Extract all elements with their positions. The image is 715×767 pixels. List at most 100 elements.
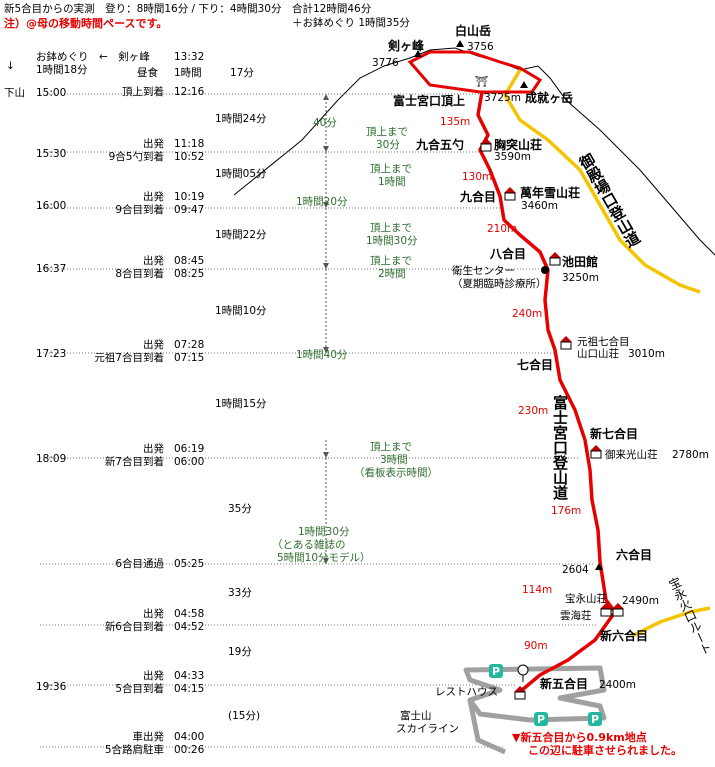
schedule-time: 05:25 (174, 558, 204, 570)
lunch-label: 昼食 (137, 66, 158, 79)
ascent-duration: 35分 (228, 503, 252, 515)
hut-icon (480, 138, 492, 152)
summit-sign: 頂上まで (370, 163, 412, 175)
route-hoei-label: 宝永火口ルート (665, 575, 713, 657)
parking-note: この辺に駐車させられました。 (528, 743, 682, 757)
schedule-label: 出発 (143, 137, 164, 150)
summit-sign: 頂上まで (366, 126, 408, 138)
ohachi-time: 13:32 (174, 51, 204, 63)
schedule-time: 07:15 (174, 352, 204, 364)
station-name: 九合五勺 (415, 137, 464, 152)
station-elev: 2400m (599, 679, 636, 691)
descent-time-1809: 18:09 (36, 453, 66, 465)
schedule-time: 07:28 (174, 339, 204, 351)
segment-gain: 240m (512, 308, 542, 320)
summit-sign: （看板表示時間） (354, 466, 438, 479)
schedule-label: 8合目到着 (115, 267, 164, 280)
time-gridlines (40, 93, 598, 748)
schedule-table: 頂上到着 12:16 出発 11:18 9合5勺到着 10:52 出発 10:1… (94, 85, 204, 756)
hut-icon (600, 603, 624, 617)
schedule-label: 出発 (143, 338, 164, 351)
station-name: 新七合目 (590, 426, 638, 441)
descent-time-1637: 16:37 (36, 263, 66, 275)
summit-sign: 2時間 (378, 268, 406, 280)
descent-time-1936: 19:36 (36, 681, 67, 693)
skyline-label: 富士山 (400, 709, 432, 722)
schedule-time: 09:47 (174, 204, 204, 216)
hoei-connector-trail (631, 606, 711, 638)
schedule-label: 車出発 (133, 730, 165, 743)
schedule-label: 出発 (143, 254, 164, 267)
ascent-duration: 1時間22分 (215, 229, 267, 241)
peak-triangle-icon (414, 50, 422, 57)
peak-triangle-icon (456, 40, 464, 47)
peak-triangle-icon (595, 563, 603, 570)
schedule-label: 出発 (143, 190, 164, 203)
ascent-duration: 19分 (228, 646, 252, 658)
parking-letter: P (537, 713, 545, 726)
schedule-label: 出発 (143, 669, 164, 682)
station-hut: 元祖七合目 (577, 335, 630, 348)
schedule-label: 出発 (143, 442, 164, 455)
hut-icon (549, 252, 561, 266)
station-name: 富士宮口頂上 (393, 93, 465, 108)
station-name: 新六合目 (600, 628, 648, 643)
schedule-time: 10:19 (174, 191, 204, 203)
hut-icon (560, 336, 572, 350)
ascent-duration: 1時間05分 (215, 168, 267, 180)
station-name: 九合目 (459, 189, 496, 204)
schedule-time: 08:45 (174, 255, 204, 267)
peak-kengamine-name: 剣ヶ峰 (387, 38, 425, 53)
hut-icon (590, 445, 602, 459)
station-hut: 池田館 (562, 254, 598, 269)
schedule-label: 新7合目到着 (105, 455, 164, 468)
descent-arrow: ↓ (6, 60, 15, 72)
rest-house-label: レストハウス (435, 686, 498, 698)
schedule-time: 08:25 (174, 268, 204, 280)
summit-remaining-signs: 頂上まで 30分 頂上まで 1時間 頂上まで 1時間30分 頂上まで 2時間 頂… (354, 126, 438, 479)
station-name: 六合目 (616, 547, 652, 562)
schedule-time: 04:15 (174, 683, 204, 695)
station-name: 八合目 (489, 246, 526, 261)
schedule-label: 9合5勺到着 (109, 150, 164, 163)
station-elev: 3460m (521, 200, 558, 212)
schedule-label: 9合目到着 (115, 203, 164, 216)
descent-time-1600: 16:00 (36, 200, 66, 212)
toilet-icon (517, 664, 529, 676)
summit-sign: 30分 (376, 139, 400, 151)
schedule-label: 出発 (143, 607, 164, 620)
gotemba-trail (502, 69, 701, 294)
header-line1: 新5合目からの実測 登り：8時間16分 / 下り：4時間30分 合計12時間46… (4, 2, 372, 15)
descent-label: 下山 (4, 87, 25, 99)
parking-letter: P (591, 713, 599, 726)
station-elev: 2780m (672, 449, 709, 461)
station-elev: 3250m (562, 272, 599, 284)
parking-icon: P (489, 664, 503, 678)
station-elev: 3725m (484, 92, 521, 104)
medical-label: 衛生センター (452, 264, 515, 277)
magazine-note: 1時間30分 (298, 526, 350, 538)
ascent-duration: (15分) (228, 710, 260, 722)
descent-duration: 40分 (313, 117, 337, 129)
duration-arrows (323, 94, 329, 564)
ascent-duration: 1時間15分 (215, 398, 267, 410)
schedule-time: 00:26 (174, 744, 205, 756)
magazine-note: 5時間10分モデル） (277, 551, 371, 564)
segment-gain: 114m (522, 584, 552, 596)
descent-time-1500: 15:00 (36, 87, 66, 99)
ascent-duration: 1時間24分 (215, 113, 267, 125)
schedule-label: 5合目到着 (115, 682, 164, 695)
peak-triangle-icon (520, 81, 528, 88)
schedule-label: 6合目通過 (115, 557, 164, 570)
station-elev: 3010m (628, 348, 665, 360)
station-hut: 萬年雪山荘 (520, 185, 580, 200)
ohachi-duration: 1時間18分 (36, 64, 88, 76)
schedule-label: 頂上到着 (122, 85, 164, 98)
station-hut2: 雲海荘 (560, 609, 592, 622)
station-elev: 3590m (494, 151, 531, 163)
ascent-duration: 33分 (228, 587, 252, 599)
summit-sign: 3時間 (380, 454, 408, 466)
segment-gain: 130m (462, 171, 492, 183)
parking-icon: P (534, 712, 548, 726)
